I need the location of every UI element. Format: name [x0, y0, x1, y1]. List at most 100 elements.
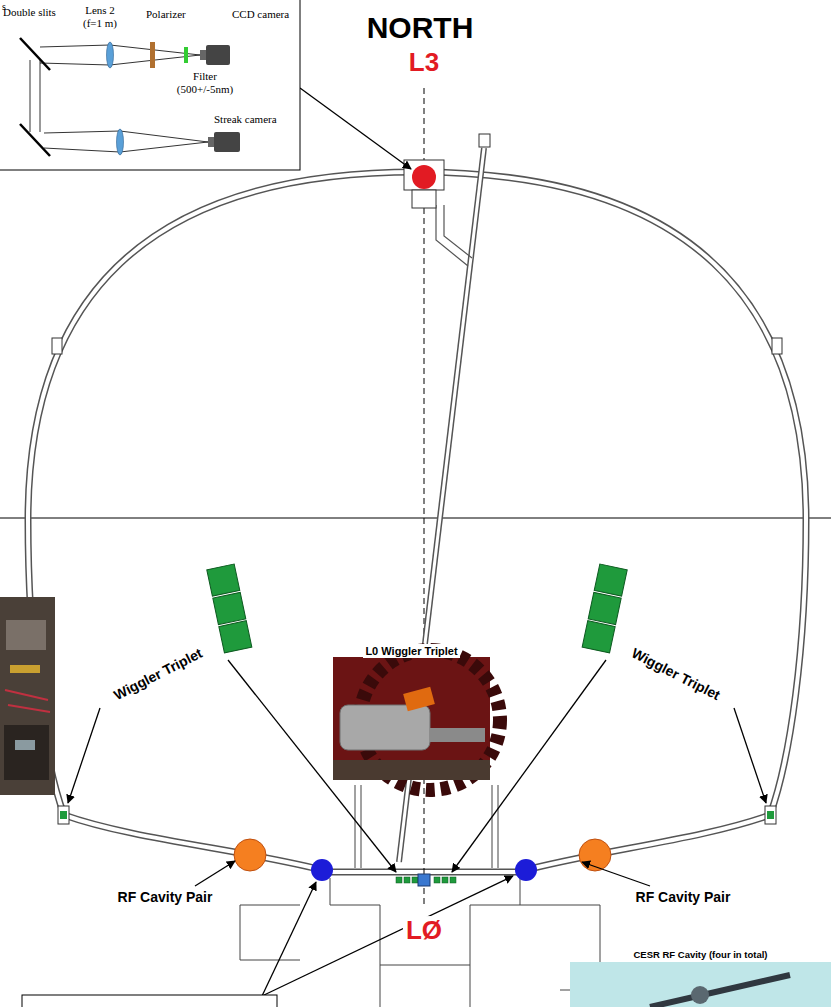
- photo-ground: [570, 962, 831, 1007]
- wiggler-square: [404, 877, 410, 883]
- photo-part: [10, 665, 40, 673]
- leader-arrow: [262, 876, 513, 996]
- leader-arrow: [300, 88, 411, 169]
- photo-ground: [333, 657, 490, 780]
- wiggler-photo: [333, 650, 500, 790]
- panel-heading: CESR RF Cavity (four in total): [631, 949, 769, 961]
- panel-heading: L0 Wiggler Triplet: [363, 644, 459, 658]
- label-holder: Lens 2 (f=1 m): [77, 4, 123, 29]
- wiggler-square: [442, 877, 448, 883]
- photo-part: [6, 620, 46, 650]
- storage-ring: [28, 172, 806, 872]
- mirror: [20, 38, 50, 70]
- label-holder: Double slits: [3, 6, 56, 19]
- wiggler-triplet: [207, 564, 252, 653]
- ip-square: [418, 874, 430, 886]
- ring-notch: [52, 338, 62, 354]
- callout-label: RF Cavity Pair: [118, 889, 213, 905]
- label-holder: Wiggler Triplet: [111, 645, 205, 703]
- optics-inset: [0, 0, 300, 170]
- mirror: [20, 124, 50, 156]
- part-name: Lens 2 (f=1 m): [77, 4, 123, 29]
- label-holder: LØ: [403, 916, 445, 946]
- rf-cavity-pair: [234, 839, 266, 871]
- dashed-axis: [424, 88, 425, 905]
- line-end-box: [479, 134, 490, 147]
- part-name: Polarizer: [146, 8, 186, 21]
- photo-part: [4, 725, 49, 780]
- callout-label: Wiggler Triplet: [629, 645, 723, 703]
- photo-cavity: [691, 986, 709, 1004]
- photo-cylinder: [340, 705, 430, 750]
- blue-point: [515, 859, 537, 881]
- light-path: [40, 45, 200, 65]
- photo-floor: [333, 760, 490, 780]
- branch-line: [444, 205, 472, 258]
- part-name: Filter (500+/-5nm): [172, 70, 238, 95]
- filter: [184, 47, 188, 63]
- wiggler-mark: [60, 811, 67, 819]
- polarizer: [150, 42, 155, 68]
- lens: [107, 42, 114, 68]
- cut-callout-box: [22, 995, 277, 1007]
- wiggler-triplet: [582, 564, 627, 653]
- location-label: LØ: [403, 916, 445, 946]
- source-point: [412, 165, 436, 189]
- wiggler-block: [213, 592, 246, 624]
- ccd-camera: [206, 45, 230, 65]
- callout-label: RF Cavity Pair: [636, 889, 731, 905]
- wiggler-square: [450, 877, 456, 883]
- label-holder: Wiggler Triplet: [629, 645, 723, 703]
- part-name: Double slits: [3, 6, 56, 19]
- photo-beampipe: [430, 728, 485, 742]
- inset-frame: [0, 0, 300, 170]
- part-name: CCD camera: [232, 8, 289, 21]
- camera-lens: [200, 50, 206, 60]
- cavity-photo: [570, 962, 831, 1007]
- storage-ring-inner: [28, 172, 806, 872]
- leader-arrow: [734, 708, 766, 803]
- lens: [117, 129, 124, 155]
- photo-part: [15, 740, 35, 750]
- wiggler-box: [765, 806, 776, 824]
- label-holder: RF Cavity Pair: [636, 889, 731, 905]
- branch-line: [436, 205, 468, 266]
- leader-arrow: [582, 862, 650, 886]
- wiggler-block: [588, 592, 621, 624]
- wiggler-block: [207, 564, 240, 596]
- compass-label: NORTH: [367, 11, 474, 46]
- label-holder: NORTH: [367, 11, 474, 46]
- label-holder: Streak camera: [214, 113, 277, 126]
- wiggler-square: [396, 877, 402, 883]
- wiggler-block: [582, 621, 615, 653]
- leader-arrow: [195, 861, 235, 886]
- axis-line: [0, 518, 831, 519]
- wiggler-mark: [767, 811, 774, 819]
- wiggler-photo: [0, 597, 55, 795]
- wiggler-box: [58, 806, 69, 824]
- tunnel-line: [355, 785, 498, 868]
- building-outline: [240, 905, 600, 1007]
- photo-part: [403, 687, 435, 712]
- wiggler-square: [434, 877, 440, 883]
- blue-point: [311, 859, 333, 881]
- camera-lens: [208, 137, 214, 147]
- wiggler-block: [219, 621, 252, 653]
- part-name: Streak camera: [214, 113, 277, 126]
- streak-camera: [214, 132, 240, 152]
- label-holder: RF Cavity Pair: [118, 889, 213, 905]
- wiggler-block: [594, 564, 627, 596]
- leader-arrow: [262, 882, 316, 996]
- photo-cavity: [650, 975, 790, 1007]
- light-path: [44, 131, 208, 152]
- hall-box: [412, 190, 436, 208]
- hall-box: [404, 160, 444, 190]
- photo-cable: [5, 690, 50, 712]
- label-holder: Filter (500+/-5nm): [172, 70, 238, 95]
- location-label: L3: [409, 48, 439, 78]
- photo-panel: L0 Wiggler Triplet: [333, 641, 490, 780]
